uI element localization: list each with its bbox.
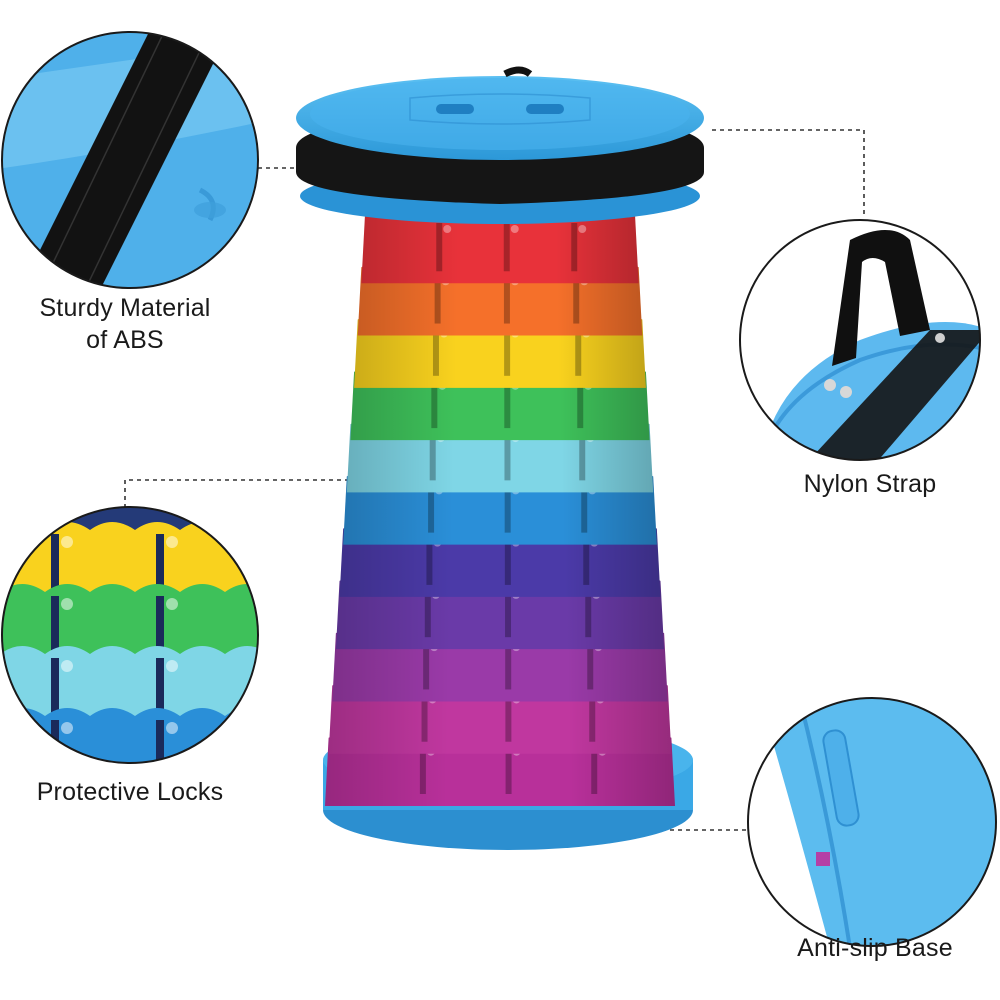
lock-slot xyxy=(573,275,580,324)
lock-slot xyxy=(571,223,578,272)
lock-slot xyxy=(504,536,511,585)
lock-slot xyxy=(156,658,164,714)
lock-slot xyxy=(156,534,164,590)
lock-pin xyxy=(61,722,73,734)
lock-slot xyxy=(591,745,598,794)
telescopic-tiers xyxy=(325,208,675,806)
lock-pin xyxy=(61,536,73,548)
zoom-circle-base xyxy=(748,698,996,946)
zoom-circle-seat-edge xyxy=(2,32,258,288)
lock-pin xyxy=(510,225,519,233)
lock-slot xyxy=(503,275,510,324)
lock-slot xyxy=(156,596,164,652)
zoom-circle-locks xyxy=(2,507,258,763)
stool xyxy=(296,66,704,850)
lock-pin xyxy=(166,722,178,734)
lock-slot xyxy=(581,484,588,533)
lock-slot xyxy=(51,658,59,714)
sturdy-material-label: Sturdy Material of ABS xyxy=(39,294,211,354)
lock-slot xyxy=(504,432,511,481)
lock-slot xyxy=(426,536,433,585)
lock-slot xyxy=(51,534,59,590)
lock-slot xyxy=(505,745,512,794)
lock-pin xyxy=(578,225,587,233)
lock-slot xyxy=(51,720,59,763)
lock-pin xyxy=(61,598,73,610)
lock-slot xyxy=(583,536,590,585)
lock-slot xyxy=(577,379,584,429)
lock-slot xyxy=(51,596,59,652)
lock-slot xyxy=(503,223,510,272)
lock-slot xyxy=(504,484,511,533)
lock-pin xyxy=(166,660,178,672)
anti-slip-base-label: Anti-slip Base xyxy=(797,934,953,962)
lock-slot xyxy=(436,223,443,272)
lock-pin xyxy=(443,225,452,233)
lock-pin xyxy=(166,536,178,548)
lock-pin xyxy=(61,660,73,672)
lock-slot xyxy=(589,693,596,742)
lock-slot xyxy=(428,484,435,533)
lock-slot xyxy=(585,588,592,638)
lock-slot xyxy=(434,275,441,324)
protective-locks-label: Protective Locks xyxy=(36,778,224,806)
lock-slot xyxy=(504,327,511,376)
lock-slot xyxy=(504,379,511,429)
lock-slot xyxy=(419,745,426,794)
nylon-strap-label: Nylon Strap xyxy=(803,470,937,498)
lock-slot xyxy=(579,432,586,481)
zoom-circle-strap xyxy=(740,220,980,460)
lock-slot xyxy=(429,432,436,481)
leader-nylon xyxy=(712,129,865,218)
lock-slot xyxy=(423,641,430,690)
lock-slot xyxy=(505,588,512,638)
lock-pin xyxy=(166,598,178,610)
lock-slot xyxy=(505,693,512,742)
lock-slot xyxy=(431,379,438,429)
lock-slot xyxy=(432,327,439,376)
lock-slot xyxy=(505,641,512,690)
lock-slot xyxy=(424,588,431,638)
lock-slot xyxy=(156,720,164,763)
lock-slot xyxy=(575,327,582,376)
lock-slot xyxy=(421,693,428,742)
lock-slot xyxy=(587,641,594,690)
